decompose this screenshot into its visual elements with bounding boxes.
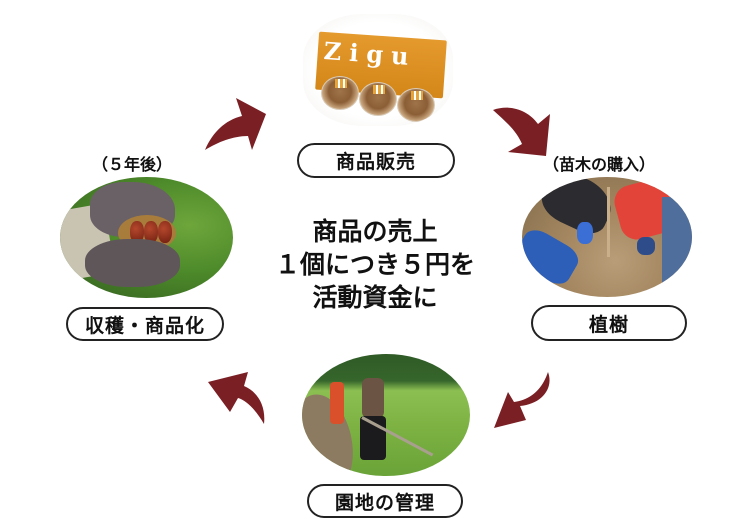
arrow-sales-to-planting-icon (493, 107, 550, 156)
note-planting: （苗木の購入） (543, 155, 656, 174)
label-management: 園地の管理 (307, 484, 463, 518)
center-caption: 商品の売上 １個につき５円を 活動資金に (250, 215, 500, 314)
center-caption-line-2: １個につき５円を (274, 250, 475, 279)
note-harvest: （５年後） (92, 155, 173, 174)
management-photo (302, 354, 470, 476)
arrow-management-to-harvest-icon (208, 372, 265, 424)
center-caption-line-1: 商品の売上 (312, 217, 438, 246)
product-box-text: Zigu (322, 36, 418, 72)
product-cup (359, 82, 397, 116)
harvest-photo (60, 177, 233, 298)
center-caption-line-3: 活動資金に (312, 283, 438, 312)
product-cup (397, 88, 435, 122)
arrow-harvest-to-sales-icon (205, 98, 266, 150)
label-harvest: 収穫・商品化 (66, 307, 224, 341)
planting-photo (522, 177, 692, 297)
product-photo: Zigu (303, 14, 453, 126)
product-cup (321, 76, 359, 110)
arrow-planting-to-management-icon (494, 372, 550, 428)
label-planting: 植樹 (531, 305, 687, 341)
label-sales: 商品販売 (297, 143, 455, 178)
